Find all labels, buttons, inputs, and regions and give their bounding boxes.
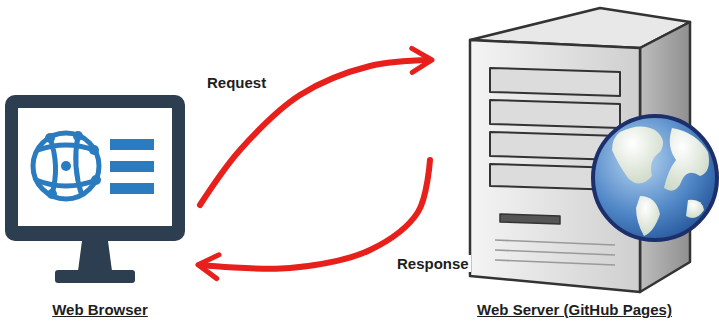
server-node: Web Server (GitHub Pages) bbox=[430, 0, 719, 322]
arrow-label: Response bbox=[395, 255, 471, 272]
server-icon bbox=[470, 8, 690, 292]
curved-arrow bbox=[200, 60, 430, 205]
node-caption: Web Server (GitHub Pages) bbox=[430, 301, 719, 318]
node-caption: Web Browser bbox=[0, 301, 200, 318]
monitor-icon bbox=[5, 95, 185, 283]
globe-icon bbox=[593, 116, 717, 240]
arrow-label: Request bbox=[205, 74, 268, 91]
browser-node: Web Browser bbox=[0, 88, 200, 322]
curved-arrow bbox=[200, 160, 430, 269]
